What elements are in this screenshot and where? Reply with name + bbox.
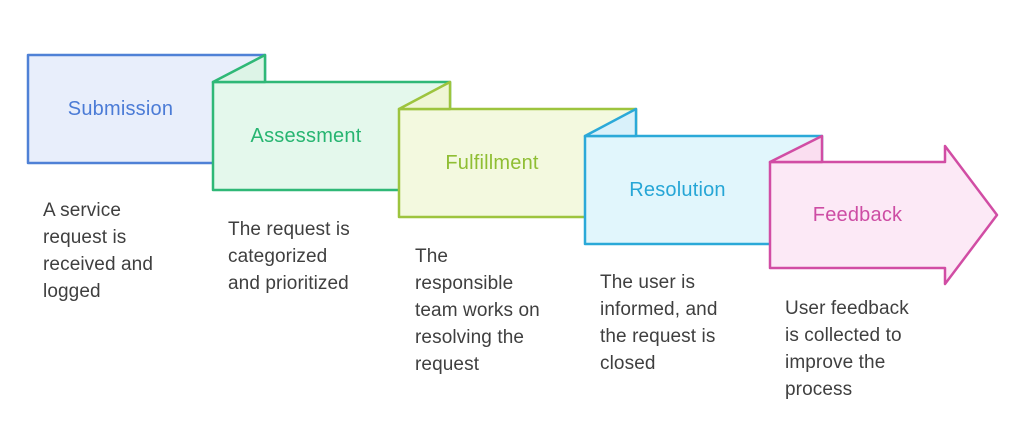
stage-fold-assessment <box>211 53 267 84</box>
stage-shape-feedback <box>768 134 999 286</box>
stage-fold-feedback <box>768 134 824 164</box>
stage-arrow-feedback <box>768 144 999 286</box>
stage-title-submission: Submission <box>67 98 174 120</box>
stage-fold-fulfillment <box>397 80 452 111</box>
stage-title-resolution: Resolution <box>629 179 726 201</box>
stage-description-assessment: The request is categorized and prioritiz… <box>228 219 350 294</box>
stage-description-feedback: User feedback is collected to improve th… <box>785 298 909 400</box>
stage-description-fulfillment: The responsible team works on resolving … <box>415 246 540 375</box>
stage-title-fulfillment: Fulfillment <box>445 152 539 174</box>
stage-shape-assessment <box>211 53 452 192</box>
stage-fold-resolution <box>583 107 638 138</box>
stage-description-submission: A service request is received and logged <box>43 200 153 302</box>
stage-title-feedback: Feedback <box>812 204 903 226</box>
stage-title-assessment: Assessment <box>250 125 362 147</box>
stage-description-resolution: The user is informed, and the request is… <box>600 272 718 374</box>
